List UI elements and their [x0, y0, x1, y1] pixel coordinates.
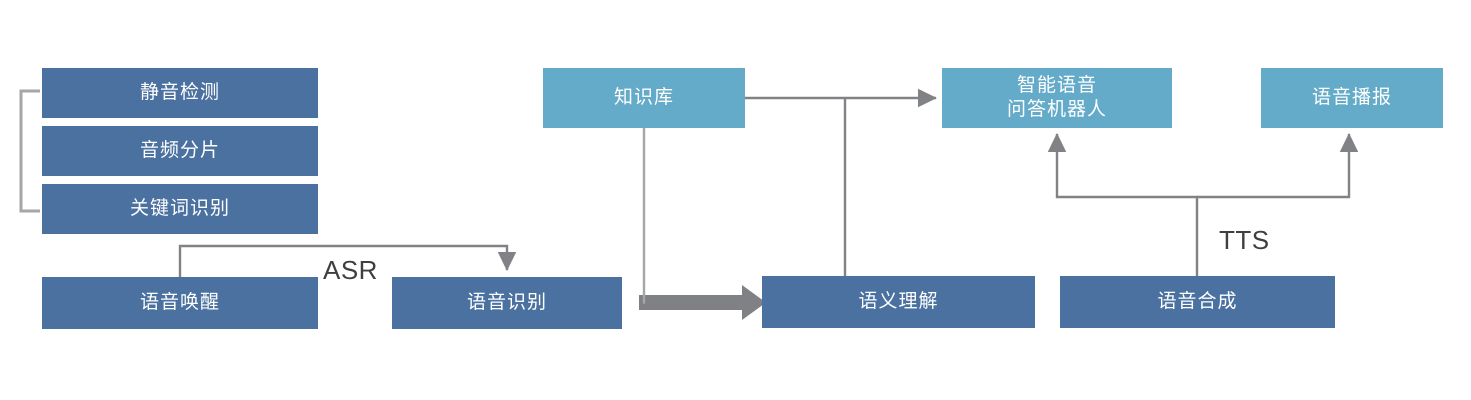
edge-knowledge-base-to-semantic [642, 128, 646, 304]
node-knowledge-base[interactable]: 知识库 [543, 68, 745, 128]
node-speech-synthesis[interactable]: 语音合成 [1060, 276, 1335, 328]
edge-label-asr: ASR [323, 255, 378, 285]
node-audio-segmentation[interactable]: 音频分片 [42, 126, 318, 176]
node-silence-detection[interactable]: 静音检测 [42, 68, 318, 118]
node-keyword-spotting[interactable]: 关键词识别 [42, 184, 318, 234]
node-voice-broadcast[interactable]: 语音播报 [1261, 68, 1443, 128]
node-qa-robot[interactable]: 智能语音 问答机器人 [942, 68, 1172, 128]
group-bracket [19, 89, 40, 213]
node-semantic-understanding[interactable]: 语义理解 [762, 276, 1035, 328]
node-speech-recognition[interactable]: 语音识别 [392, 277, 622, 329]
edge-label-tts: TTS [1219, 225, 1270, 255]
node-voice-wakeup[interactable]: 语音唤醒 [42, 277, 318, 329]
edge-speech-recognition-to-semantic-thick-arrow [639, 285, 766, 320]
edge-speech-synthesis-to-qa-robot [1047, 133, 1199, 276]
edge-speech-synthesis-to-voice-broadcast [1197, 133, 1359, 199]
